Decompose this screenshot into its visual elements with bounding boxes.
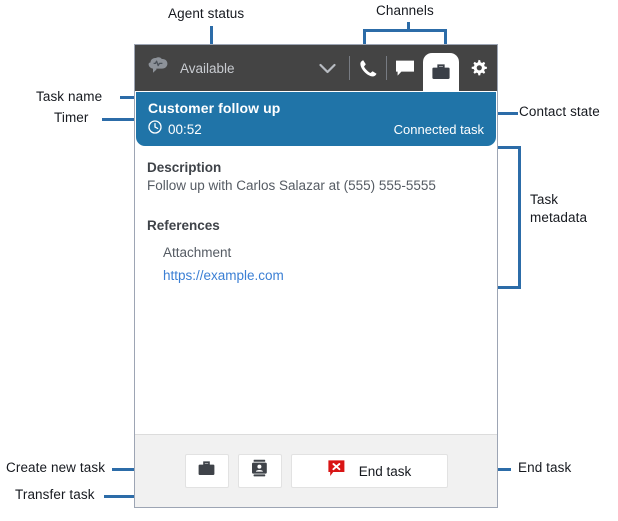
amazon-connect-cloud-icon	[144, 57, 170, 79]
header-divider-1	[349, 56, 350, 80]
references-label: References	[147, 218, 220, 233]
contact-state-text: Connected task	[393, 122, 484, 137]
agent-status-chevron-down-icon[interactable]	[305, 45, 349, 91]
channel-button-chat[interactable]	[387, 45, 423, 91]
annotation-label-create-new-task: Create new task	[6, 460, 106, 475]
annotation-label-end-task: End task	[518, 460, 572, 475]
reference-url-link[interactable]: https://example.com	[163, 268, 284, 283]
annotation-label-transfer-task: Transfer task	[15, 487, 95, 502]
header-divider-2	[386, 56, 387, 80]
create-new-task-button[interactable]	[184, 454, 229, 488]
ccp-header-bar: Available	[135, 45, 497, 91]
reference-attachment-name: Attachment	[163, 245, 232, 260]
annotation-line-channels-top	[363, 29, 447, 32]
briefcase-icon	[197, 460, 216, 482]
annotation-line-contact-state	[496, 112, 518, 115]
task-metadata-panel: Description Follow up with Carlos Salaza…	[135, 146, 497, 434]
end-task-label: End task	[358, 463, 412, 479]
annotation-label-channels: Channels	[376, 3, 434, 18]
annotation-line-metadata-bottom	[497, 286, 521, 289]
annotation-label-contact-state: Contact state	[519, 104, 600, 119]
transfer-task-button[interactable]	[237, 454, 282, 488]
contact-card[interactable]: Customer follow up 00:52 Connected task	[136, 92, 496, 146]
annotation-line-metadata-top	[497, 146, 521, 149]
annotation-label-metadata-line1: Task	[530, 192, 559, 207]
annotation-label-agent-status: Agent status	[168, 6, 245, 21]
clock-icon	[148, 120, 162, 139]
annotation-label-timer: Timer	[54, 110, 89, 125]
timer-group: 00:52	[148, 120, 202, 139]
task-name-text: Customer follow up	[148, 100, 281, 116]
annotation-line-channels-stem	[407, 22, 410, 31]
annotation-label-metadata-line2: metadata	[530, 210, 588, 225]
annotation-line-task-name	[120, 96, 142, 99]
annotation-line-timer	[102, 118, 142, 121]
annotation-line-metadata-right	[518, 146, 521, 289]
description-value: Follow up with Carlos Salazar at (555) 5…	[147, 178, 436, 193]
agent-status-control[interactable]: Available	[135, 45, 305, 91]
description-label: Description	[147, 160, 222, 175]
channel-button-voice[interactable]	[350, 45, 386, 91]
end-task-button[interactable]: End task	[290, 454, 448, 488]
contact-card-icon	[250, 459, 269, 483]
annotation-line-channels-left	[363, 29, 366, 51]
timer-text: 00:52	[168, 122, 202, 137]
end-chat-red-icon	[327, 459, 346, 483]
settings-gear-icon[interactable]	[459, 45, 497, 91]
ccp-panel: Available	[134, 44, 498, 508]
annotation-label-task-name: Task name	[36, 89, 103, 104]
annotation-line-agent-status	[210, 26, 213, 50]
annotation-line-channels-right	[444, 29, 447, 51]
channel-button-task[interactable]	[423, 53, 459, 91]
task-action-footer: End task	[135, 434, 497, 507]
agent-status-label: Available	[180, 60, 235, 76]
